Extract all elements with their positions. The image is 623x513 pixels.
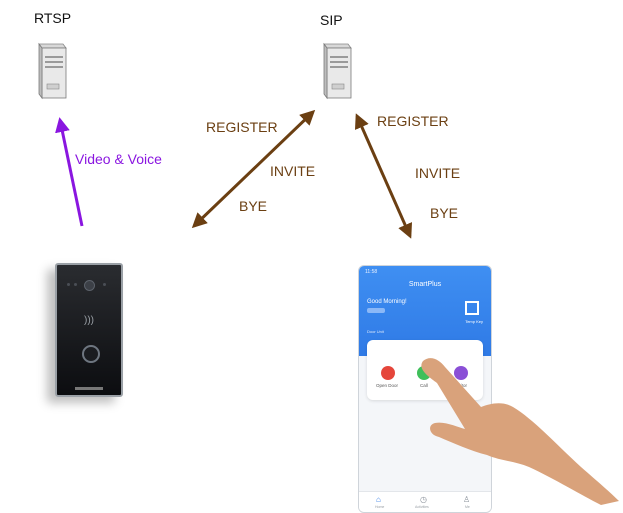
call-label: Call (420, 383, 428, 388)
nav-activities-label: Activities (415, 505, 429, 509)
door-intercom-icon: ))) (55, 263, 123, 397)
left-register-label: REGISTER (206, 119, 278, 135)
unit-label: Door Unit (367, 329, 384, 334)
open-door-label: Open Door (376, 383, 399, 388)
rtsp-server-icon (33, 42, 67, 100)
open-door-button[interactable] (381, 366, 395, 380)
greeting: Good Morning! (367, 299, 407, 305)
right-invite-label: INVITE (415, 165, 461, 181)
rfid-icon: ))) (84, 315, 94, 326)
person-icon[interactable]: ♙ (463, 495, 471, 504)
brand-logo (75, 387, 103, 390)
qr-label: Temp Key (465, 319, 483, 324)
home-icon[interactable]: ⌂ (376, 495, 381, 504)
monitor-button[interactable] (454, 366, 468, 380)
nav-me-label: Me (465, 505, 470, 509)
bottom-nav: ⌂ Home ◷ Activities ♙ Me (359, 491, 491, 512)
rtsp-label: RTSP (34, 10, 72, 26)
right-signal-arrow (354, 113, 413, 239)
left-signal-arrow (191, 109, 316, 229)
left-invite-label: INVITE (270, 163, 316, 179)
video-voice-label: Video & Voice (75, 151, 162, 167)
video-voice-arrow (55, 117, 84, 227)
camera-icon (84, 280, 95, 291)
sip-server-icon (318, 42, 352, 100)
smartphone: 11:58 SmartPlus Good Morning! Temp Key D… (358, 265, 492, 513)
right-register-label: REGISTER (377, 113, 449, 129)
clock-icon[interactable]: ◷ (420, 495, 427, 504)
left-bye-label: BYE (239, 198, 268, 214)
status-time: 11:58 (365, 269, 378, 275)
hand-icon (421, 358, 619, 505)
app-title: SmartPlus (408, 281, 442, 288)
greeting-subtext (367, 308, 385, 313)
right-bye-label: BYE (430, 205, 459, 221)
nav-home-label: Home (375, 505, 385, 509)
sip-label: SIP (320, 12, 343, 28)
call-button-icon (82, 345, 100, 363)
qr-code-icon[interactable] (465, 301, 479, 315)
